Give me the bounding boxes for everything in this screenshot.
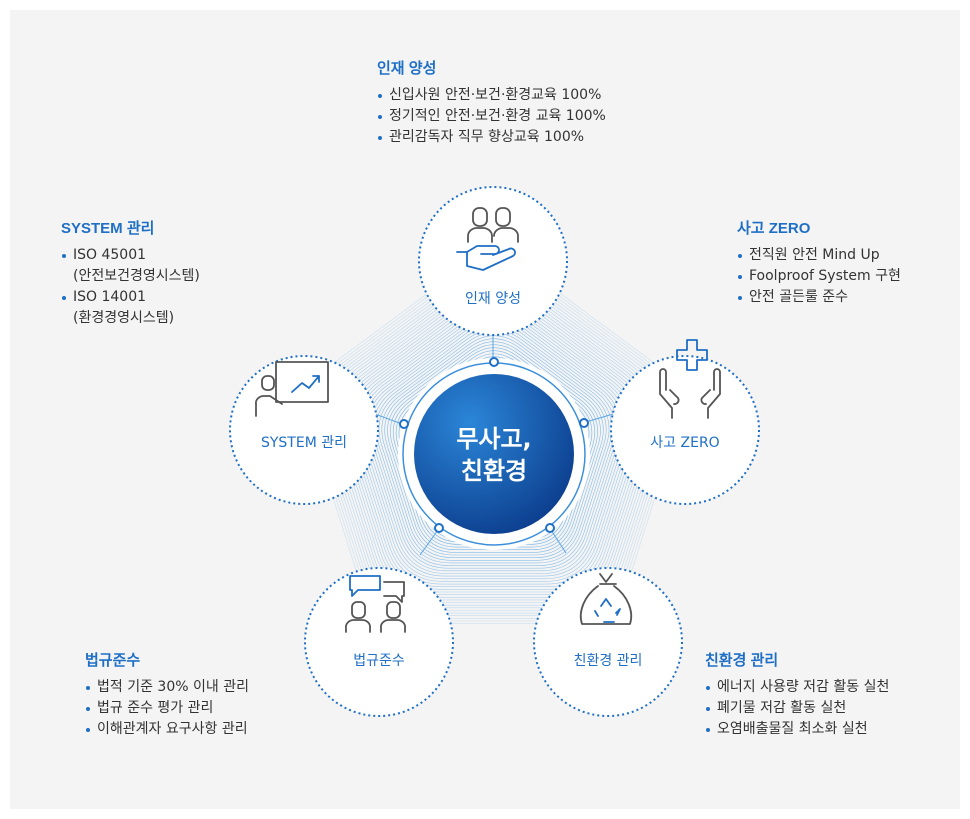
block-env-list: 에너지 사용량 저감 활동 실천 폐기물 저감 활동 실천 오염배출물질 최소화… [705, 677, 889, 740]
list-item: 전직원 안전 Mind Up [737, 245, 901, 266]
node-talent[interactable]: 인재 양성 [418, 186, 568, 336]
node-system[interactable]: SYSTEM 관리 [229, 355, 379, 505]
list-item: ISO 45001 (안전보건경영시스템) [61, 245, 200, 287]
block-law: 법규준수 법적 기준 30% 이내 관리 법규 준수 평가 관리 이해관계자 요… [85, 650, 249, 740]
list-item: 오염배출물질 최소화 실천 [705, 719, 889, 740]
block-system-list: ISO 45001 (안전보건경영시스템) ISO 14001 (환경경영시스템… [61, 245, 200, 329]
people-hand-icon [456, 207, 519, 271]
recycle-bag-icon [579, 573, 633, 625]
list-item: Foolproof System 구현 [737, 266, 901, 287]
node-accident-label: 사고 ZERO [650, 435, 719, 451]
center-title-line1: 무사고, [456, 425, 531, 453]
list-item: 법적 기준 30% 이내 관리 [85, 677, 249, 698]
block-accident-list: 전직원 안전 Mind Up Foolproof System 구현 안전 골든… [737, 245, 901, 308]
block-talent: 인재 양성 신입사원 안전·보건·환경교육 100% 정기적인 안전·보건·환경… [377, 58, 606, 148]
iso-14001: ISO 14001 [73, 289, 147, 305]
decorative-ring [387, 341, 601, 553]
node-system-label: SYSTEM 관리 [261, 435, 347, 451]
node-law[interactable]: 법규준수 [304, 567, 454, 717]
center-title-line2: 친환경 [461, 457, 527, 485]
block-env-title: 친환경 관리 [705, 652, 779, 669]
diagram-panel: 무사고, 친환경 인재 양성 [10, 10, 960, 809]
decorative-ring [381, 335, 607, 558]
junction-dots [399, 357, 589, 533]
decorative-ring [395, 350, 593, 545]
decorative-ring [384, 338, 604, 556]
block-system-title: SYSTEM 관리 [61, 220, 155, 237]
decorative-ring [392, 347, 596, 548]
iso-14001-desc: (환경경영시스템) [73, 310, 175, 326]
list-item: 이해관계자 요구사항 관리 [85, 719, 249, 740]
list-item: 정기적인 안전·보건·환경 교육 100% [377, 106, 606, 127]
hands-cross-icon [659, 339, 721, 419]
block-accident-title: 사고 ZERO [737, 220, 811, 237]
list-item: 법규 준수 평가 관리 [85, 698, 249, 719]
decorative-ring [378, 332, 610, 561]
decorative-ring [390, 344, 598, 550]
list-item: 관리감독자 직무 향상교육 100% [377, 127, 606, 148]
iso-45001: ISO 45001 [73, 247, 147, 263]
iso-45001-desc: (안전보건경영시스템) [73, 268, 200, 284]
block-law-title: 법규준수 [85, 652, 141, 669]
presentation-icon [255, 361, 329, 417]
list-item: 폐기물 저감 활동 실천 [705, 698, 889, 719]
list-item: 신입사원 안전·보건·환경교육 100% [377, 85, 606, 106]
block-law-list: 법적 기준 30% 이내 관리 법규 준수 평가 관리 이해관계자 요구사항 관… [85, 677, 249, 740]
strategy-diagram: 무사고, 친환경 인재 양성 [229, 186, 760, 717]
node-law-label: 법규준수 [353, 653, 405, 669]
block-system: SYSTEM 관리 ISO 45001 (안전보건경영시스템) ISO 1400… [61, 218, 200, 329]
node-env-label: 친환경 관리 [574, 653, 643, 669]
node-talent-label: 인재 양성 [465, 291, 521, 307]
list-item: 안전 골든룰 준수 [737, 287, 901, 308]
block-env: 친환경 관리 에너지 사용량 저감 활동 실천 폐기물 저감 활동 실천 오염배… [705, 650, 889, 740]
block-talent-list: 신입사원 안전·보건·환경교육 100% 정기적인 안전·보건·환경 교육 10… [377, 85, 606, 148]
block-accident: 사고 ZERO 전직원 안전 Mind Up Foolproof System … [737, 218, 901, 308]
node-accident[interactable]: 사고 ZERO [610, 339, 760, 505]
block-talent-title: 인재 양성 [377, 60, 437, 77]
list-item: 에너지 사용량 저감 활동 실천 [705, 677, 889, 698]
discussion-icon [345, 575, 406, 633]
list-item: ISO 14001 (환경경영시스템) [61, 287, 200, 329]
connector-lines [374, 335, 614, 556]
center-hub: 무사고, 친환경 [398, 358, 590, 550]
node-env[interactable]: 친환경 관리 [533, 567, 683, 717]
